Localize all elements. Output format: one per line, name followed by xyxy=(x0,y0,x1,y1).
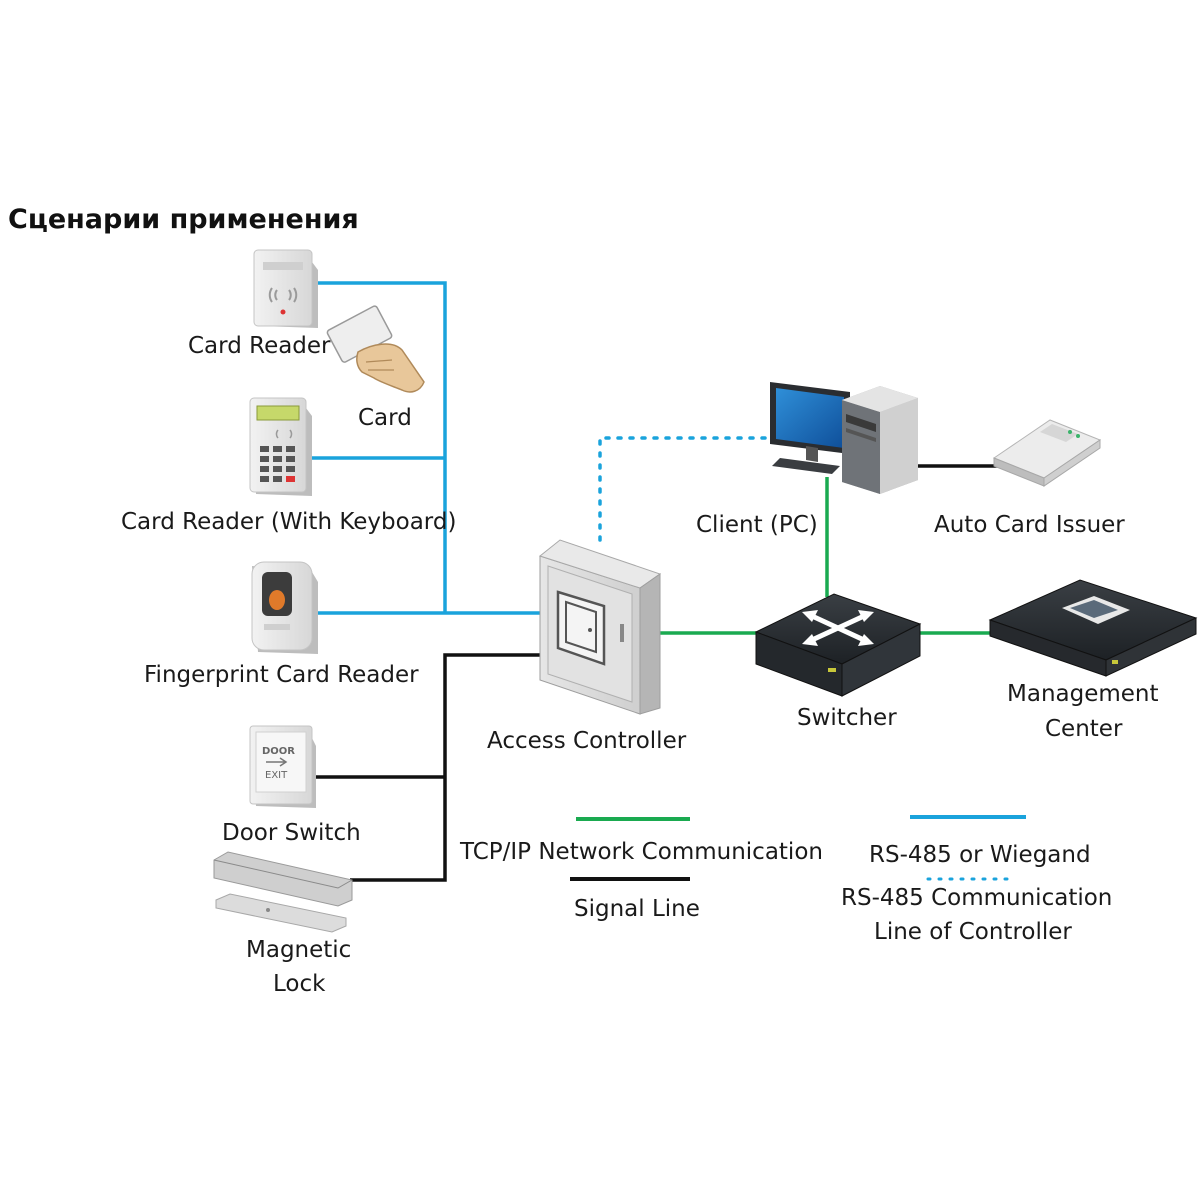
legend-tcpip-label: TCP/IP Network Communication xyxy=(459,839,823,865)
access-controller-label: Access Controller xyxy=(487,728,687,754)
legend-signal-label: Signal Line xyxy=(574,896,700,922)
door-switch-label: Door Switch xyxy=(222,820,361,846)
auto-card-issuer-label: Auto Card Issuer xyxy=(934,512,1125,538)
desktop-computer-icon xyxy=(770,382,918,494)
door-face-text-top: DOOR xyxy=(262,746,295,757)
legend: TCP/IP Network Communication Signal Line… xyxy=(459,815,1120,945)
card-reader-label: Card Reader xyxy=(188,333,331,359)
legend-bus-label-line2: Line of Controller xyxy=(874,919,1072,945)
server-rack-icon xyxy=(988,579,1198,677)
signal-wiring xyxy=(316,464,1000,882)
page-title: Сценарии применения xyxy=(8,204,359,235)
rs485-wiring xyxy=(312,281,540,615)
fingerprint-reader-label: Fingerprint Card Reader xyxy=(144,662,419,688)
card-label: Card xyxy=(358,405,412,431)
controller-bus-link xyxy=(598,436,777,542)
magnetic-lock-label-line1: Magnetic xyxy=(246,937,351,963)
access-controller-cabinet-icon xyxy=(538,539,662,715)
keypad-reader-icon xyxy=(249,397,312,496)
door-face-text-bottom: EXIT xyxy=(265,770,288,781)
card-reader-icon xyxy=(253,249,318,328)
magnetic-lock-icon xyxy=(213,851,353,933)
card-in-hand-icon xyxy=(326,305,425,393)
legend-bus-label-line1: RS-485 Communication xyxy=(841,885,1112,911)
management-center-label-line1: Management xyxy=(1007,681,1159,707)
management-center-label-line2: Center xyxy=(1045,716,1123,742)
signal-trunk xyxy=(350,653,540,882)
management-center-label: Management Center xyxy=(1007,681,1166,742)
door-exit-button-icon: DOOR EXIT xyxy=(249,725,316,808)
keypad-reader-label: Card Reader (With Keyboard) xyxy=(121,509,456,535)
client-pc-label: Client (PC) xyxy=(696,512,818,538)
switcher-label: Switcher xyxy=(797,705,897,731)
network-switch-icon xyxy=(754,593,922,697)
magnetic-lock-label-line2: Lock xyxy=(273,971,326,997)
card-issuer-icon xyxy=(992,419,1102,487)
tcpip-wiring xyxy=(658,477,992,635)
legend-rs485-label: RS-485 or Wiegand xyxy=(869,842,1091,868)
fingerprint-reader-icon xyxy=(251,561,318,654)
magnetic-lock-label: Magnetic Lock xyxy=(246,937,359,997)
legend-bus-label: RS-485 Communication Line of Controller xyxy=(841,885,1120,945)
card-reader-link xyxy=(318,281,447,613)
